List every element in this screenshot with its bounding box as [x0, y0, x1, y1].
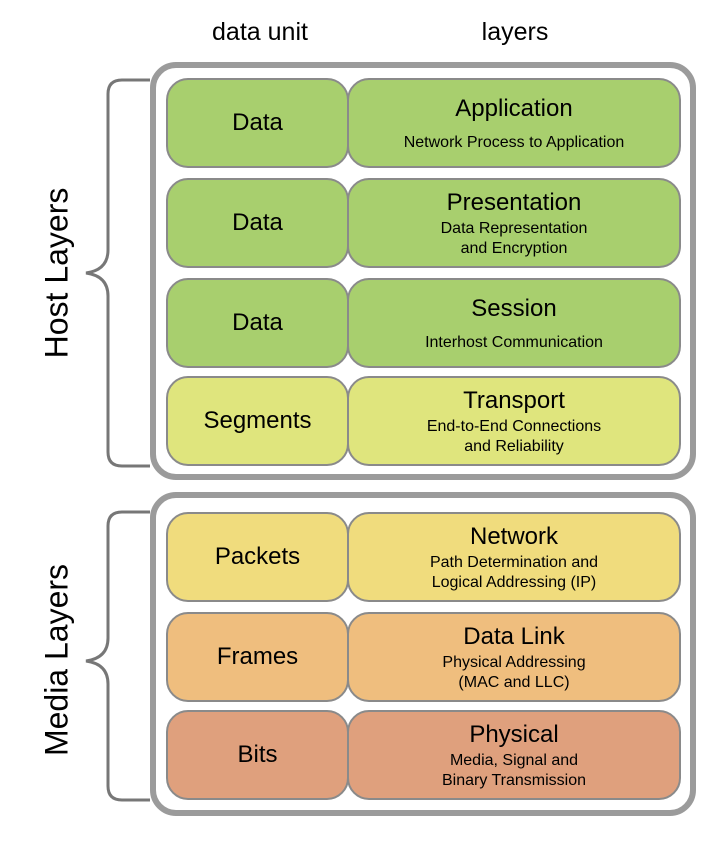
- data-unit-cell: Packets: [166, 512, 349, 602]
- host-layers-brace: [85, 78, 150, 468]
- layer-description: Physical Addressing (MAC and LLC): [442, 654, 586, 691]
- data-unit-cell: Segments: [166, 376, 349, 466]
- data-unit-cell: Bits: [166, 710, 349, 800]
- data-unit-cell: Data: [166, 278, 349, 368]
- data-unit-cell: Data: [166, 178, 349, 268]
- layer-description: Interhost Communication: [425, 333, 603, 351]
- data-unit-column-header: data unit: [212, 18, 308, 46]
- layer-name: Data Link: [463, 622, 565, 650]
- layer-cell: Data Link Physical Addressing (MAC and L…: [347, 612, 681, 702]
- media-layers-label: Media Layers: [38, 563, 75, 757]
- layer-cell: Network Path Determination and Logical A…: [347, 512, 681, 602]
- layer-description: Data Representation and Encryption: [440, 220, 588, 257]
- data-unit-cell: Data: [166, 78, 349, 168]
- layers-column-header: layers: [481, 18, 549, 46]
- layer-description: Media, Signal and Binary Transmission: [441, 752, 587, 789]
- layer-name: Session: [471, 294, 557, 322]
- host-layers-label: Host Layers: [38, 187, 75, 359]
- layer-name: Transport: [463, 386, 565, 414]
- layer-cell: Application Network Process to Applicati…: [347, 78, 681, 168]
- layer-cell: Presentation Data Representation and Enc…: [347, 178, 681, 268]
- layer-name: Network: [469, 522, 559, 550]
- layer-name: Presentation: [446, 188, 582, 216]
- layer-description: End-to-End Connections and Reliability: [426, 418, 602, 455]
- group-braces: [85, 78, 150, 802]
- layer-cell: Physical Media, Signal and Binary Transm…: [347, 710, 681, 800]
- layer-description: Network Process to Application: [403, 133, 625, 151]
- data-unit-cell: Frames: [166, 612, 349, 702]
- media-layers-brace: [85, 510, 150, 802]
- layer-name: Application: [455, 94, 573, 122]
- layer-cell: Session Interhost Communication: [347, 278, 681, 368]
- layer-description: Path Determination and Logical Addressin…: [429, 554, 599, 591]
- layer-name: Physical: [469, 720, 559, 748]
- layer-cell: Transport End-to-End Connections and Rel…: [347, 376, 681, 466]
